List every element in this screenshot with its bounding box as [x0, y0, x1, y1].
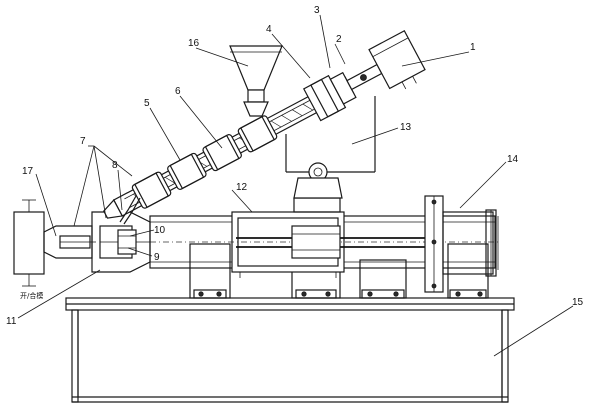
label-11: 11 — [6, 316, 17, 327]
label-3: 3 — [314, 5, 320, 16]
mold-assembly — [13, 199, 151, 287]
label-2: 2 — [336, 34, 342, 45]
label-1: 1 — [470, 42, 476, 53]
label-6: 6 — [175, 86, 181, 97]
label-10: 10 — [154, 225, 166, 236]
clamping-unit — [149, 195, 500, 293]
label-4: 4 — [266, 24, 272, 35]
inclined-injection-unit — [103, 30, 426, 225]
label-12: 12 — [236, 182, 248, 193]
label-13: 13 — [400, 122, 412, 133]
part-number-labels: 1 2 3 4 5 6 7 8 9 10 11 12 13 14 15 16 1… — [6, 5, 584, 327]
label-7: 7 — [80, 136, 86, 147]
leader-lines — [17, 14, 574, 357]
inclined-support-bracket — [285, 96, 376, 199]
label-5: 5 — [144, 98, 150, 109]
label-8: 8 — [112, 160, 118, 171]
label-17: 17 — [22, 166, 34, 177]
label-15: 15 — [572, 297, 584, 308]
mold-open-close-note: 开/合模 — [20, 291, 43, 300]
label-14: 14 — [507, 154, 519, 165]
hopper — [229, 45, 283, 117]
machine-base-frame — [65, 297, 515, 403]
label-16: 16 — [188, 38, 200, 49]
label-9: 9 — [154, 252, 160, 263]
support-pedestals — [189, 243, 489, 299]
